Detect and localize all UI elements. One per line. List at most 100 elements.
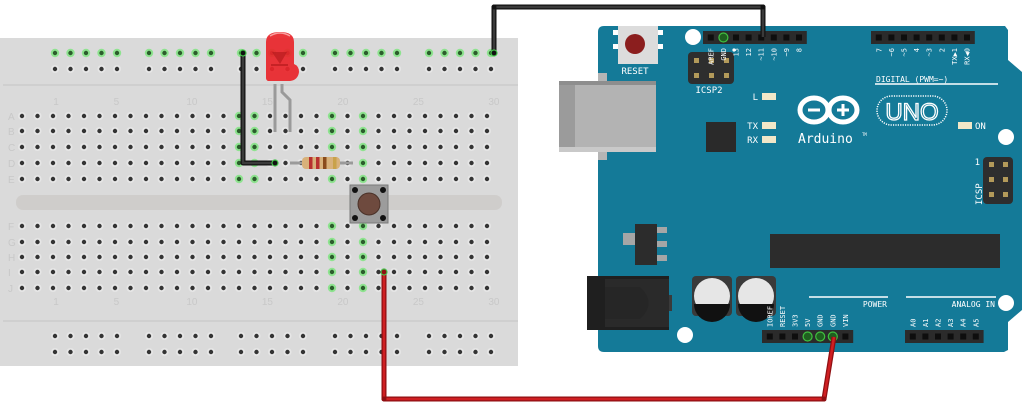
reset-button[interactable] [613, 26, 663, 64]
hole-center [252, 144, 257, 150]
hole-center [128, 144, 133, 150]
column-label: 30 [488, 297, 500, 308]
resistor-band [309, 157, 313, 169]
header-pin[interactable] [947, 333, 954, 340]
hole-center [376, 160, 381, 166]
hole-center [97, 160, 102, 166]
push-button[interactable] [349, 184, 389, 224]
row-label: J [8, 284, 13, 295]
hole-center [162, 349, 167, 355]
header-pin[interactable] [938, 34, 945, 41]
header-pin[interactable] [783, 34, 790, 41]
hole-center [376, 285, 381, 291]
hole-center [314, 239, 319, 245]
pin-label: ~11 [758, 48, 766, 61]
hole-center [128, 176, 133, 182]
header-pin[interactable] [770, 34, 777, 41]
pin-label: ~9 [783, 48, 791, 56]
pin-label: 3V3 [792, 314, 800, 327]
header-pin[interactable] [802, 331, 813, 342]
header-pin[interactable] [901, 34, 907, 41]
hole-center [426, 50, 432, 56]
header-pin[interactable] [815, 331, 826, 342]
hole-center [332, 50, 338, 56]
hole-center [52, 349, 58, 355]
header-strip [905, 330, 984, 343]
hole-center [376, 113, 381, 119]
hole-center [35, 254, 40, 260]
header-pin[interactable] [766, 333, 773, 340]
header-pin[interactable] [842, 333, 849, 340]
hole-center [283, 160, 288, 166]
header-pin[interactable] [733, 34, 739, 41]
hole-center [438, 160, 443, 166]
icsp2-pin [694, 73, 699, 78]
hole-center [193, 349, 198, 355]
hole-center [484, 239, 490, 245]
header-pin[interactable] [718, 32, 729, 43]
hole-center [422, 128, 428, 134]
reset-label: RESET [621, 67, 649, 77]
hole-center [221, 160, 226, 166]
hole-center [236, 254, 242, 260]
reset-button-cap[interactable] [625, 34, 645, 54]
header-pin[interactable] [964, 34, 970, 41]
hole-center [438, 223, 443, 229]
hole-center [376, 254, 381, 260]
hole-center [376, 176, 381, 182]
hole-center [442, 50, 447, 56]
header-pin[interactable] [926, 34, 933, 41]
header-pin[interactable] [888, 34, 895, 41]
wire-endpoint [271, 159, 279, 167]
row-label: B [8, 127, 15, 138]
hole-center [112, 285, 118, 291]
hole-center [68, 349, 73, 355]
header-pin[interactable] [779, 333, 786, 340]
red-led[interactable] [266, 32, 299, 132]
header-pin[interactable] [796, 34, 802, 41]
pin-label: 13 [733, 48, 741, 56]
hole-center [453, 223, 459, 229]
header-pin[interactable] [758, 34, 765, 41]
header-pin[interactable] [792, 333, 798, 340]
header-pin[interactable] [909, 333, 916, 340]
hole-center [348, 349, 353, 355]
push-button-cap[interactable] [357, 192, 381, 216]
hole-center [159, 144, 164, 150]
header-pin[interactable] [875, 34, 882, 41]
header-pin[interactable] [951, 34, 958, 41]
hole-center [332, 349, 338, 355]
hole-center [469, 128, 474, 134]
header-pin[interactable] [972, 333, 979, 340]
hole-center [285, 333, 290, 339]
hole-center [407, 144, 412, 150]
hole-center [379, 50, 384, 56]
resistor[interactable] [290, 157, 353, 169]
hole-center [298, 113, 304, 119]
header-pin[interactable] [922, 333, 929, 340]
hole-center [159, 285, 164, 291]
header-pin[interactable] [913, 34, 920, 41]
hole-center [283, 144, 288, 150]
mounting-hole [685, 29, 701, 45]
hole-center [236, 128, 242, 134]
hole-center [236, 176, 242, 182]
hole-center [426, 333, 432, 339]
pin-label: 8 [796, 48, 804, 52]
hole-center [112, 269, 118, 275]
hole-center [488, 349, 494, 355]
header-pin[interactable] [707, 34, 714, 41]
hole-center [66, 254, 71, 260]
hole-center [190, 144, 195, 150]
hole-center [205, 269, 211, 275]
voltage-regulator [623, 224, 667, 265]
hole-center [469, 223, 474, 229]
header-pin[interactable] [745, 34, 752, 41]
pin-label: ~5 [901, 48, 909, 56]
hole-center [283, 285, 288, 291]
hole-center [442, 349, 447, 355]
hole-center [143, 254, 149, 260]
hole-center [329, 223, 335, 229]
header-pin[interactable] [935, 333, 941, 340]
header-pin[interactable] [960, 333, 967, 340]
